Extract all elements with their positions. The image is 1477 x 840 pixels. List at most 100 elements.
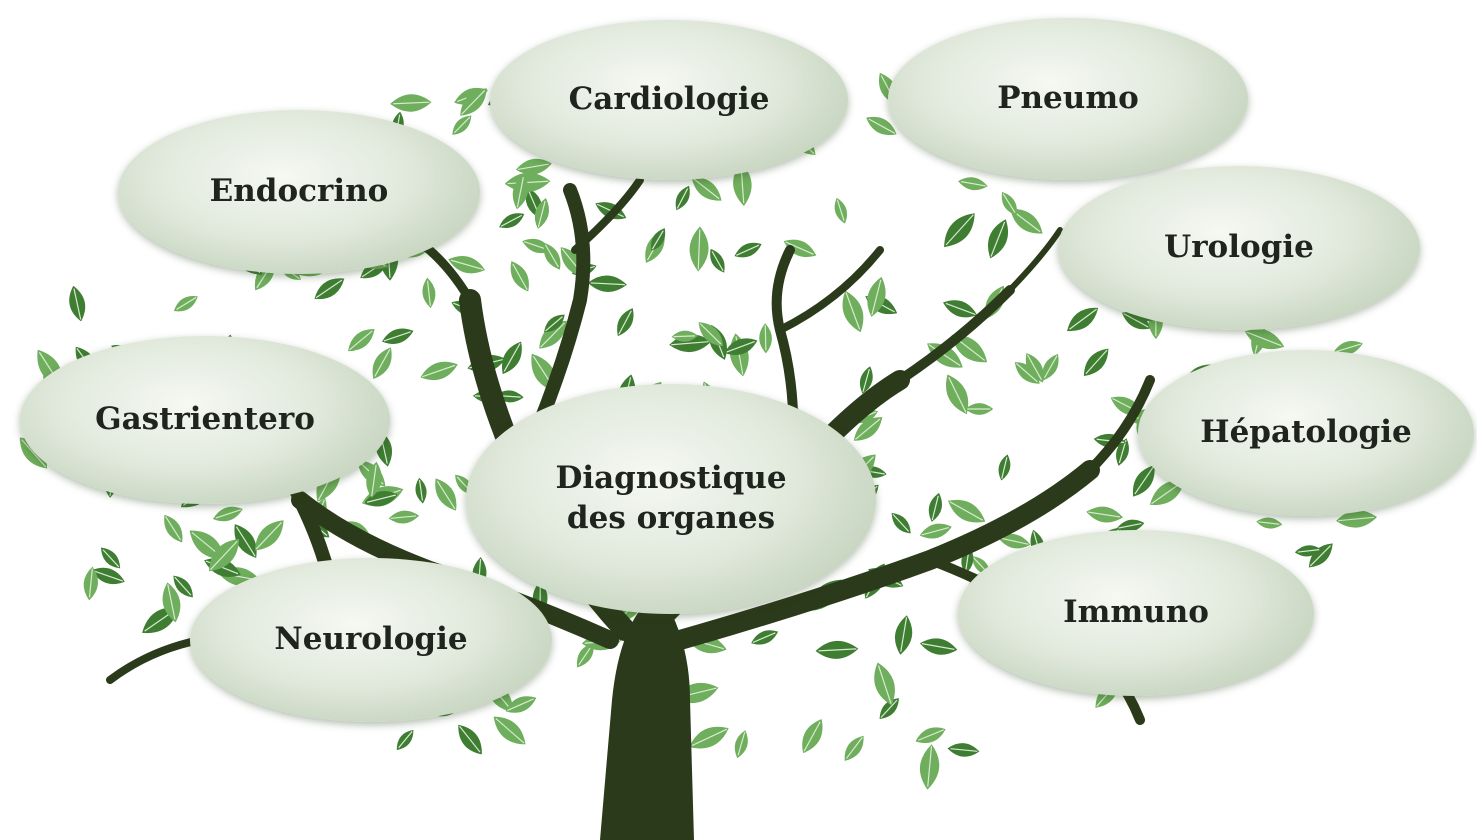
- branch: [670, 460, 1100, 650]
- leaf-vein: [393, 101, 430, 105]
- leaf-vein: [545, 316, 563, 332]
- leaf-vein: [540, 322, 566, 348]
- leaf-vein: [948, 376, 967, 413]
- leaf-vein: [1123, 313, 1149, 328]
- leaf-vein: [764, 325, 767, 351]
- leaf-vein: [931, 495, 939, 521]
- leaf-vein: [453, 116, 471, 134]
- leaf-vein: [436, 480, 456, 510]
- leaf-vein: [1338, 516, 1375, 522]
- leaf-vein: [366, 494, 396, 503]
- leaf-vein: [1026, 354, 1043, 381]
- node-label: Immuno: [1063, 594, 1209, 631]
- leaf-vein: [961, 181, 986, 187]
- leaf-vein: [209, 540, 238, 571]
- leaf-vein: [1002, 193, 1016, 214]
- node-label: Gastrientero: [95, 401, 315, 438]
- leaf-vein: [500, 214, 522, 227]
- leaf-vein: [1015, 362, 1038, 383]
- leaf-vein: [1088, 511, 1121, 518]
- branch: [997, 227, 1063, 303]
- leaf-vein: [374, 348, 391, 377]
- node-label: Pneumo: [997, 80, 1139, 117]
- leaf-vein: [877, 665, 892, 704]
- leaf-vein: [1118, 523, 1142, 529]
- leaf-vein: [854, 418, 881, 440]
- leaf-vein: [725, 340, 755, 353]
- leaf-vein: [880, 699, 898, 718]
- leaf-vein: [507, 180, 549, 185]
- leaf-vein: [737, 731, 746, 756]
- leaf-vein: [176, 296, 197, 310]
- leaf-vein: [1001, 457, 1008, 479]
- leaf-vein: [495, 718, 525, 744]
- leaf-vein: [945, 214, 974, 246]
- leaf-vein: [383, 331, 411, 342]
- leaf-vein: [691, 728, 728, 747]
- node-label: Urologie: [1164, 229, 1314, 266]
- root-label-line: des organes: [566, 500, 776, 536]
- leaf-vein: [73, 288, 82, 320]
- leaf-vein: [1246, 331, 1282, 347]
- leaf-vein: [711, 251, 724, 272]
- leaf-vein: [697, 229, 701, 270]
- node-label: Endocrino: [209, 173, 389, 210]
- leaf-vein: [255, 522, 282, 550]
- leaf-vein: [673, 335, 695, 338]
- leaf-vein: [671, 341, 709, 346]
- leaf-vein: [1134, 466, 1154, 495]
- leaf-vein: [818, 648, 857, 652]
- leaf-vein: [699, 323, 722, 345]
- leaf-vein: [1118, 440, 1127, 464]
- leaf-vein: [1000, 537, 1029, 545]
- node-label: Neurologie: [274, 621, 468, 658]
- node-label: Hépatologie: [1200, 414, 1412, 451]
- leaf-vein: [516, 177, 524, 208]
- leaf-vein: [418, 479, 424, 501]
- leaf-vein: [692, 177, 720, 200]
- node-gastrientero: Gastrientero: [20, 336, 390, 504]
- branch: [571, 176, 644, 254]
- leaf-vein: [950, 748, 978, 752]
- leaf-vein: [871, 279, 882, 316]
- leaf-vein: [1336, 343, 1362, 353]
- leaf-vein: [676, 188, 689, 209]
- branch: [776, 246, 884, 334]
- leaf-vein: [862, 368, 870, 392]
- leaf-vein: [517, 163, 549, 171]
- node-immuno: Immuno: [958, 530, 1314, 696]
- node-hepatologie: Hépatologie: [1138, 350, 1474, 516]
- leaf-vein: [1043, 355, 1058, 379]
- leaf-vein: [590, 282, 625, 286]
- leaf-vein: [512, 263, 528, 291]
- leaf-vein: [918, 729, 944, 741]
- node-pneumo: Pneumo: [888, 18, 1248, 180]
- leaf-vein: [736, 244, 760, 256]
- leaf-vein: [88, 568, 93, 598]
- leaf-vein: [1085, 349, 1108, 375]
- leaf-vein: [422, 364, 456, 378]
- leaf-vein: [461, 90, 486, 115]
- leaf-vein: [450, 259, 484, 271]
- leaf-vein: [371, 464, 377, 497]
- leaf-vein: [927, 746, 933, 787]
- leaf-vein: [537, 200, 546, 228]
- leaf-vein: [949, 501, 983, 521]
- leaf-vein: [315, 279, 343, 299]
- leaf-vein: [921, 643, 955, 650]
- leaf-vein: [1309, 545, 1332, 567]
- leaf-vein: [398, 731, 413, 749]
- leaf-vein: [868, 118, 896, 134]
- leaf-vein: [165, 516, 182, 541]
- leaf-vein: [349, 330, 373, 351]
- node-label: Cardiologie: [568, 81, 770, 118]
- node-root-diagnostique: Diagnostique des organes: [466, 384, 876, 614]
- leaf-vein: [618, 310, 632, 335]
- leaf-vein: [507, 698, 534, 712]
- leaf-vein: [94, 570, 124, 582]
- leaf-vein: [21, 439, 47, 468]
- branch: [1085, 375, 1155, 475]
- leaf-vein: [544, 244, 559, 268]
- leaf-vein: [900, 617, 908, 652]
